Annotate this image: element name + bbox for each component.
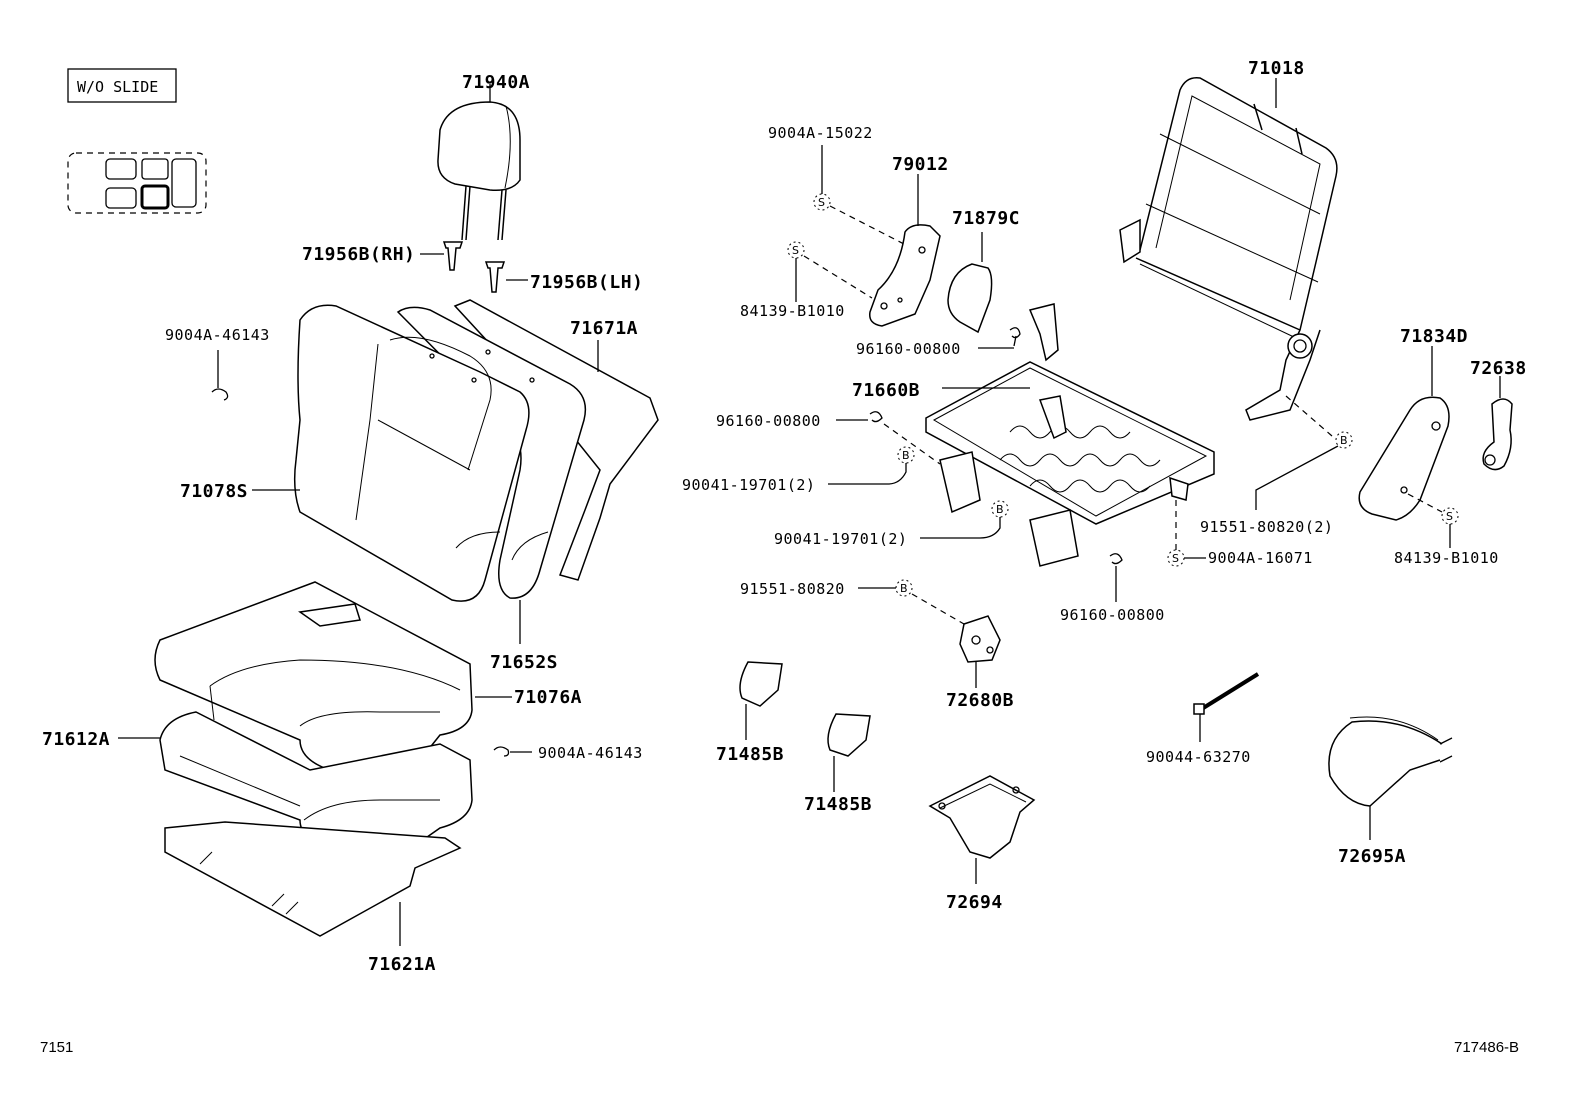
- back-frame: 71018: [1119, 58, 1338, 437]
- cover-b1: 71485B: [716, 661, 784, 765]
- clip-96160-b-label: 96160-00800: [716, 412, 821, 430]
- cover-b2: 71485B: [804, 713, 872, 815]
- cushion-pad: 71612A: [42, 711, 473, 849]
- cover-c: 71879C: [947, 208, 1020, 334]
- clip-96160-a: 96160-00800: [856, 327, 1021, 358]
- back-cover-label: 71078S: [180, 481, 248, 502]
- bolt-91551-label: 91551-80820: [740, 580, 845, 598]
- tray-label: 72694: [946, 892, 1003, 913]
- bolt-marker-c: B: [900, 582, 908, 595]
- cushion-sheet-label: 71621A: [368, 954, 436, 975]
- screw-marker-4: S: [1446, 510, 1453, 523]
- headrest-guide-lh: 71956B(LH): [484, 261, 643, 293]
- screw-marker-3: S: [1172, 552, 1179, 565]
- clip-96160-a-label: 96160-00800: [856, 340, 961, 358]
- bolt-91551-2: B 91551-80820(2): [1200, 431, 1353, 536]
- headrest: 71940A: [437, 72, 530, 241]
- back-pad-2-label: 71652S: [490, 652, 558, 673]
- cover-d: 71834D: [1358, 326, 1468, 521]
- footer-left: 7151: [40, 1039, 73, 1056]
- bolt-91551: 91551-80820 B: [740, 579, 965, 625]
- clip-bottom-label: 9004A-46143: [538, 744, 643, 762]
- screw-84139-right-label: 84139-B1010: [1394, 549, 1499, 567]
- cushion-sheet: 71621A: [164, 821, 462, 975]
- cover-b2-label: 71485B: [804, 794, 872, 815]
- clip-top-label: 9004A-46143: [165, 326, 270, 344]
- headrest-label: 71940A: [462, 72, 530, 93]
- lock-72680: 72680B: [946, 615, 1014, 711]
- back-cover: 71078S: [180, 304, 535, 602]
- cushion-cover: 71076A: [154, 581, 582, 771]
- knob-label: 72638: [1470, 358, 1527, 379]
- bolt-90041-a-label: 90041-19701(2): [682, 476, 815, 494]
- cover-b1-label: 71485B: [716, 744, 784, 765]
- screw-top-label: 9004A-15022: [768, 124, 873, 142]
- back-pad-2-callout: 71652S: [490, 600, 558, 673]
- screw-84139-left-label: 84139-B1010: [740, 302, 845, 320]
- back-frame-label: 71018: [1248, 58, 1305, 79]
- screw-marker: S: [818, 196, 825, 209]
- headrest-guide-rh: 71956B(RH): [302, 241, 464, 271]
- footer-right: 717486-B: [1454, 1039, 1519, 1056]
- hinge-cover-label: 79012: [892, 154, 949, 175]
- bolt-90041-b: B 90041-19701(2): [774, 500, 1009, 548]
- bolt-marker-a: B: [902, 449, 910, 462]
- knob: 72638: [1470, 358, 1527, 471]
- bolt-marker-b: B: [996, 503, 1004, 516]
- seat-frame-label: 71660B: [852, 380, 920, 401]
- wo-slide-box: W/O SLIDE: [67, 68, 177, 103]
- guide-lh-label: 71956B(LH): [530, 272, 643, 293]
- wo-slide-label: W/O SLIDE: [77, 78, 158, 96]
- screw-84139-right: S 84139-B1010: [1394, 507, 1499, 567]
- seat-frame: 71660B: [852, 303, 1215, 567]
- cover-c-label: 71879C: [952, 208, 1020, 229]
- seat-layout-icon: [67, 152, 207, 214]
- cushion-cover-label: 71076A: [514, 687, 582, 708]
- back-pad-label: 71671A: [570, 318, 638, 339]
- tie: 90044-63270: [1146, 672, 1260, 766]
- bolt-91551-2-label: 91551-80820(2): [1200, 518, 1333, 536]
- bolt-90041-a: B 90041-19701(2): [682, 446, 915, 494]
- lock-72680-label: 72680B: [946, 690, 1014, 711]
- tray: 72694: [928, 775, 1036, 913]
- cable: 72695A: [1328, 716, 1453, 867]
- clip-96160-c-label: 96160-00800: [1060, 606, 1165, 624]
- clip-bottom: 9004A-46143: [493, 744, 643, 762]
- hinge-cover: 79012: [869, 154, 949, 327]
- bolt-90041-b-label: 90041-19701(2): [774, 530, 907, 548]
- screw-top: 9004A-15022 S: [768, 124, 905, 245]
- cable-label: 72695A: [1338, 846, 1406, 867]
- cushion-pad-label: 71612A: [42, 729, 110, 750]
- screw-16071-label: 9004A-16071: [1208, 549, 1313, 567]
- tie-label: 90044-63270: [1146, 748, 1251, 766]
- guide-rh-label: 71956B(RH): [302, 244, 415, 265]
- clip-96160-b: 96160-00800: [716, 411, 941, 465]
- screw-marker-2: S: [792, 244, 799, 257]
- clip-top: 9004A-46143: [165, 326, 270, 401]
- cover-d-label: 71834D: [1400, 326, 1468, 347]
- bolt-marker-d: B: [1340, 434, 1348, 447]
- back-pad-middle: [396, 306, 587, 599]
- clip-96160-c: 96160-00800: [1060, 553, 1165, 624]
- back-pad-rear: 71671A: [453, 299, 659, 581]
- screw-16071: S 9004A-16071: [1167, 500, 1313, 567]
- screw-84139-left: S 84139-B1010: [740, 241, 873, 320]
